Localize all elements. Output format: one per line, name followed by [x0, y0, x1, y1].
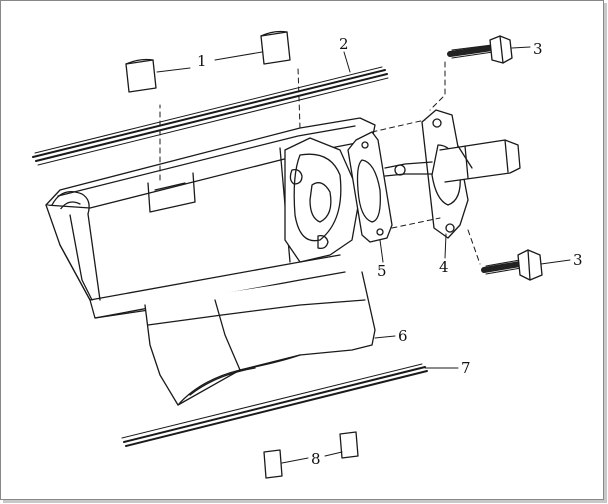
callout-3-upper: 3 [533, 40, 543, 58]
callout-7: 7 [461, 359, 471, 377]
callout-6: 6 [398, 327, 408, 345]
dowel-pin-bottom-right [339, 431, 359, 459]
bolt-upper [447, 35, 513, 64]
cylinder-block [45, 117, 376, 406]
callout-4: 4 [439, 258, 449, 276]
callout-5: 5 [377, 262, 387, 280]
callout-2: 2 [339, 35, 349, 53]
chain-tensioner [384, 109, 521, 239]
callout-3-lower: 3 [573, 251, 583, 269]
dowel-pin-top-right [260, 30, 291, 65]
leader-lines [156, 46, 571, 464]
callout-8: 8 [311, 450, 321, 468]
bolt-lower [481, 249, 543, 281]
dowel-pin-top-left [125, 58, 157, 93]
top-gasket [32, 66, 389, 166]
tensioner-gasket [347, 131, 393, 243]
callout-1: 1 [197, 52, 207, 70]
assembly-lines [159, 61, 481, 265]
dowel-pin-bottom-left [263, 449, 283, 479]
bottom-gasket [121, 363, 428, 447]
